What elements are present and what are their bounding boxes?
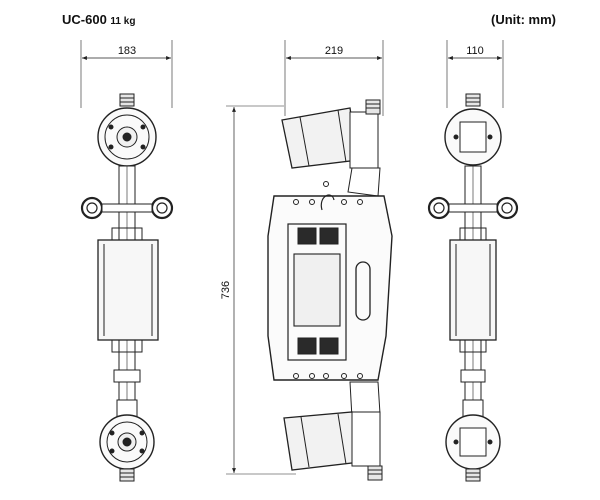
side-view xyxy=(226,40,393,481)
dim-rear-width: 110 xyxy=(466,45,484,57)
model-weight: 11 kg xyxy=(110,16,136,27)
rear-view xyxy=(427,40,519,482)
dim-height: 736 xyxy=(220,281,232,299)
model-title: UC-600 11 kg xyxy=(62,12,135,27)
front-view xyxy=(80,40,174,482)
unit-note: (Unit: mm) xyxy=(491,12,556,27)
dim-front-width: 183 xyxy=(118,45,136,57)
dim-side-depth: 219 xyxy=(325,45,343,57)
model-name: UC-600 xyxy=(62,12,107,27)
